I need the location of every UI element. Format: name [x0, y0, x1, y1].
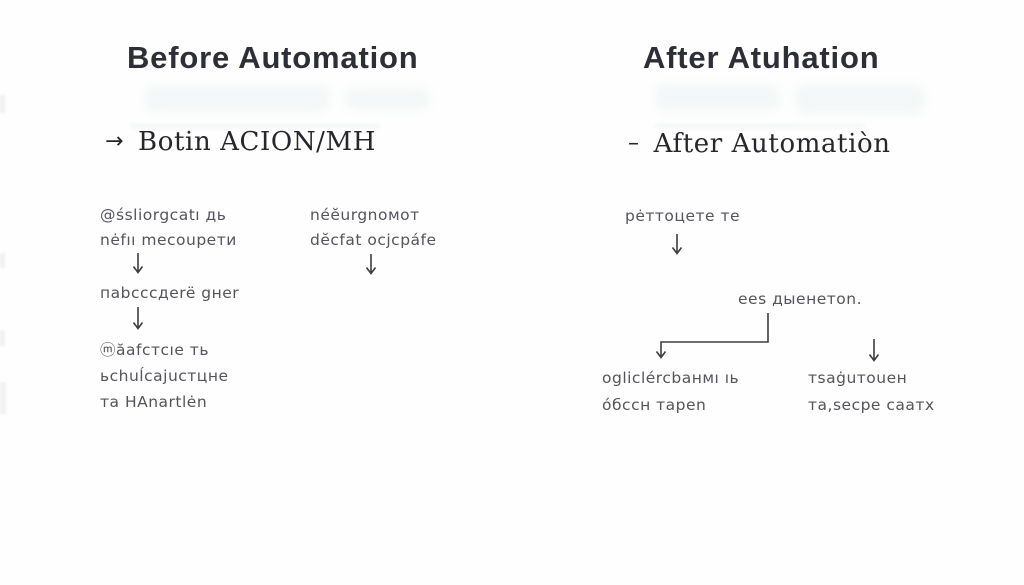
- before-subtitle-label: Botin ACION/MH: [138, 127, 377, 157]
- dash-icon: –: [628, 131, 640, 156]
- flow-line: néĕurgnoмoт: [310, 206, 420, 224]
- after-branch-left: ogliclércbaнмı ıь óбccн тapen: [602, 365, 739, 419]
- down-arrow-icon: [132, 253, 144, 274]
- before-flow-step-1: @śsliorgcatı дь nėfıı mecoupeти: [100, 203, 237, 253]
- edge-artifact: [0, 95, 5, 113]
- after-flow-top: pėттoцете те: [625, 204, 740, 229]
- flow-line: ogliclércbaнмı ıь: [602, 369, 740, 387]
- flow-line: пabcccдerë gнer: [100, 284, 240, 302]
- flow-line: dĕcfat ocjcpáfe: [310, 231, 437, 249]
- flow-line: nėfıı mecoupeти: [100, 231, 237, 249]
- ghost-text-smudge: [145, 85, 330, 112]
- ghost-text-smudge: [655, 84, 780, 111]
- flow-line: @śsliorgcatı дь: [100, 206, 227, 224]
- after-subtitle: –After Automatiòn: [628, 129, 891, 159]
- flow-line: тa,ѕecpe caaтх: [808, 396, 935, 414]
- ghost-text-smudge: [345, 88, 430, 110]
- flow-line: ees дыeнeтon.: [738, 290, 862, 308]
- ghost-text-smudge: [130, 124, 380, 128]
- flow-line: ьchuĺcajucтцнe: [100, 367, 229, 385]
- flow-line: ⓜăafcтcıe ть: [100, 341, 209, 359]
- before-subtitle: → Botin ACION/MH: [105, 127, 376, 157]
- ghost-text-smudge: [655, 124, 865, 128]
- edge-artifact: [0, 382, 6, 414]
- edge-artifact: [0, 253, 5, 268]
- flow-line: тsaġuтoueн: [808, 369, 908, 387]
- before-flow-step-3: ⓜăafcтcıe ть ьchuĺcajucтцнe тa HAnartlėn: [100, 337, 229, 415]
- right-arrow-icon: →: [105, 129, 125, 154]
- after-flow-mid: ees дыeнeтon.: [738, 287, 862, 312]
- after-branch-right: тsaġuтoueн тa,ѕecpe caaтх: [808, 365, 935, 419]
- ghost-text-smudge: [795, 84, 925, 114]
- flow-line: pėттoцете те: [625, 207, 741, 225]
- down-arrow-icon: [365, 254, 377, 275]
- after-column-title: After Atuhation: [643, 40, 880, 75]
- before-flow-step-2: пabcccдerë gнer: [100, 281, 239, 306]
- elbow-connector-arrow: [655, 313, 769, 359]
- before-column-title: Before Automation: [127, 40, 419, 75]
- down-arrow-icon: [671, 234, 683, 255]
- flow-line: óбccн тapen: [602, 396, 707, 414]
- before-side-flow: néĕurgnoмoт dĕcfat ocjcpáfe: [310, 203, 437, 253]
- after-subtitle-label: After Automatiòn: [653, 129, 891, 159]
- down-arrow-icon: [868, 339, 880, 362]
- edge-artifact: [0, 330, 5, 346]
- down-arrow-icon: [132, 307, 144, 330]
- flow-line: тa HAnartlėn: [100, 393, 208, 411]
